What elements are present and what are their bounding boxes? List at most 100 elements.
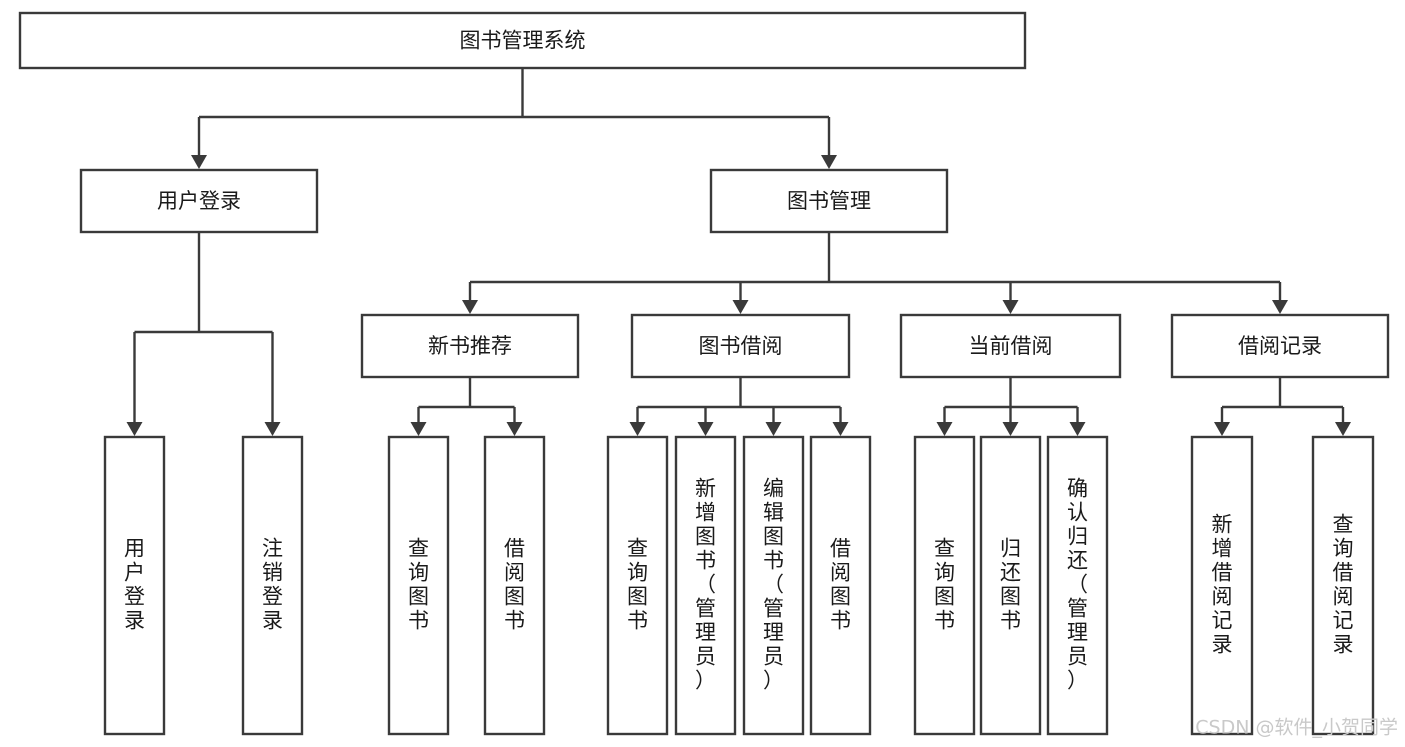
- node-leaf-return-book[interactable]: 归还图书: [979, 435, 1042, 736]
- node-box[interactable]: [899, 313, 1122, 379]
- node-leaf-add-borrow-record[interactable]: 新增借阅记录: [1190, 435, 1254, 736]
- node-layer: 图书管理系统用户登录图书管理新书推荐图书借阅当前借阅借阅记录用户登录注销登录查询…: [18, 11, 1390, 736]
- node-leaf-user-logout[interactable]: 注销登录: [241, 435, 304, 736]
- node-box[interactable]: [1170, 313, 1390, 379]
- node-label-char: （: [1067, 573, 1088, 597]
- node-leaf-confirm-return-admin[interactable]: 确认归还（管理员）: [1046, 435, 1109, 736]
- node-box[interactable]: [79, 168, 319, 234]
- node-new-book-rec[interactable]: 新书推荐: [360, 313, 580, 379]
- node-label-char: 理: [695, 621, 716, 645]
- node-label-char: 注: [262, 537, 283, 561]
- node-label-char: 理: [1067, 621, 1088, 645]
- node-box[interactable]: [1311, 435, 1375, 736]
- node-box[interactable]: [606, 435, 669, 736]
- node-leaf-borrow-book[interactable]: 借阅图书: [809, 435, 872, 736]
- node-label-char: 新: [695, 477, 716, 501]
- node-label: 查询图书: [408, 537, 429, 633]
- node-label-char: 图: [504, 585, 525, 609]
- node-book-borrow[interactable]: 图书借阅: [630, 313, 851, 379]
- node-label-char: 询: [408, 561, 429, 585]
- node-label-char: 管: [695, 597, 716, 621]
- node-box[interactable]: [483, 435, 546, 736]
- node-box[interactable]: [913, 435, 976, 736]
- node-leaf-add-book-admin[interactable]: 新增图书（管理员）: [674, 435, 737, 736]
- node-box[interactable]: [1190, 435, 1254, 736]
- node-leaf-rec-query-book[interactable]: 查询图书: [387, 435, 450, 736]
- node-box[interactable]: [360, 313, 580, 379]
- node-label-char: 员: [1067, 645, 1088, 669]
- node-label-char: ）: [695, 669, 716, 693]
- node-label-char: 销: [262, 561, 283, 585]
- node-box[interactable]: [674, 435, 737, 736]
- node-label-char: 阅: [504, 561, 525, 585]
- node-box[interactable]: [809, 435, 872, 736]
- node-label-char: （: [695, 573, 716, 597]
- node-label-char: （: [763, 573, 784, 597]
- node-user-login[interactable]: 用户登录: [79, 168, 319, 234]
- node-leaf-query-borrow-record[interactable]: 查询借阅记录: [1311, 435, 1375, 736]
- node-label-char: 书: [1000, 609, 1021, 633]
- node-box[interactable]: [709, 168, 949, 234]
- node-box[interactable]: [387, 435, 450, 736]
- node-box[interactable]: [1046, 435, 1109, 736]
- node-leaf-borrow-query-book[interactable]: 查询图书: [606, 435, 669, 736]
- node-leaf-user-login[interactable]: 用户登录: [103, 435, 166, 736]
- arrow-head-icon: [629, 422, 646, 436]
- node-label-char: 登: [262, 585, 283, 609]
- node-label-char: 书: [408, 609, 429, 633]
- node-label: 新增图书（管理员）: [695, 477, 716, 693]
- node-label-char: 还: [1067, 549, 1088, 573]
- node-label-char: 借: [1333, 561, 1354, 585]
- node-label-char: 借: [830, 537, 851, 561]
- node-box[interactable]: [241, 435, 304, 736]
- node-book-manage[interactable]: 图书管理: [709, 168, 949, 234]
- node-label: 注销登录: [262, 537, 283, 633]
- arrow-head-icon: [821, 155, 837, 169]
- node-label: 图书管理系统: [460, 29, 586, 53]
- node-borrow-record[interactable]: 借阅记录: [1170, 313, 1390, 379]
- node-label-char: ）: [1067, 669, 1088, 693]
- node-root[interactable]: 图书管理系统: [18, 11, 1027, 70]
- node-label-char: 还: [1000, 561, 1021, 585]
- node-label-char: 确: [1067, 477, 1088, 501]
- node-label: 确认归还（管理员）: [1067, 477, 1088, 693]
- node-label: 图书管理: [787, 189, 871, 213]
- node-current-borrow[interactable]: 当前借阅: [899, 313, 1122, 379]
- arrow-head-icon: [1069, 422, 1086, 436]
- arrow-head-icon: [264, 422, 281, 436]
- node-label-char: 查: [627, 537, 648, 561]
- node-box[interactable]: [979, 435, 1042, 736]
- node-box[interactable]: [103, 435, 166, 736]
- node-label-char: 查: [408, 537, 429, 561]
- arrow-head-icon: [765, 422, 782, 436]
- watermark-layer: CSDN @软件_小贺同学: [1195, 717, 1398, 739]
- arrow-head-icon: [506, 422, 523, 436]
- node-label-char: ）: [763, 669, 784, 693]
- node-label-char: 图: [1000, 585, 1021, 609]
- node-label-char: 查: [934, 537, 955, 561]
- node-label-char: 员: [695, 645, 716, 669]
- node-label: 查询图书: [627, 537, 648, 633]
- arrow-head-icon: [936, 422, 953, 436]
- node-label-char: 登: [124, 585, 145, 609]
- node-label-char: 书: [627, 609, 648, 633]
- node-label: 查询图书: [934, 537, 955, 633]
- node-leaf-rec-borrow-book[interactable]: 借阅图书: [483, 435, 546, 736]
- node-label-char: 书: [504, 609, 525, 633]
- node-label-char: 书: [830, 609, 851, 633]
- arrow-head-icon: [191, 155, 207, 169]
- node-label-char: 借: [1212, 561, 1233, 585]
- arrow-head-icon: [1272, 300, 1288, 314]
- node-box[interactable]: [18, 11, 1027, 70]
- node-leaf-cur-query-book[interactable]: 查询图书: [913, 435, 976, 736]
- node-box[interactable]: [742, 435, 805, 736]
- node-label-char: 户: [124, 561, 145, 585]
- arrow-head-icon: [1002, 422, 1019, 436]
- node-label-char: 阅: [1333, 585, 1354, 609]
- node-box[interactable]: [630, 313, 851, 379]
- node-leaf-edit-book-admin[interactable]: 编辑图书（管理员）: [742, 435, 805, 736]
- node-label-char: 图: [830, 585, 851, 609]
- node-label-char: 员: [763, 645, 784, 669]
- node-label-char: 录: [1212, 633, 1233, 657]
